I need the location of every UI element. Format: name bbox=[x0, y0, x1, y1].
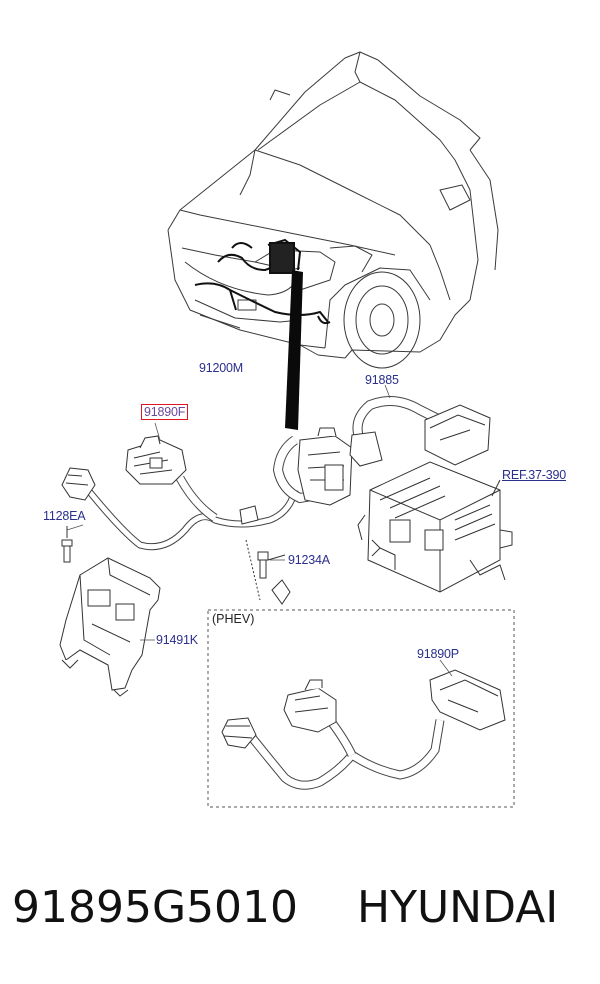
bracket-91491K-drawing bbox=[59, 557, 161, 697]
phev-section-label: (PHEV) bbox=[212, 612, 255, 626]
bolt-91234A-drawing bbox=[245, 539, 291, 605]
callout-91890F: 91890F bbox=[141, 404, 189, 420]
inverter-91885-drawing bbox=[349, 396, 513, 593]
callout-leader-lines bbox=[66, 384, 453, 677]
harness-91890P-drawing bbox=[221, 669, 506, 790]
detail-pointer-band bbox=[285, 270, 303, 430]
callout-91491K: 91491K bbox=[156, 633, 198, 647]
parts-diagram bbox=[59, 51, 515, 808]
callout-91890P: 91890P bbox=[417, 647, 459, 661]
callout-1128EA: 1128EA bbox=[43, 509, 86, 523]
harness-91890F-drawing bbox=[61, 427, 353, 551]
vehicle-front-outline bbox=[167, 51, 499, 369]
callout-91200M: 91200M bbox=[199, 361, 243, 375]
callout-91234A: 91234A bbox=[288, 553, 330, 567]
part-number-caption: 91895G5010 bbox=[12, 882, 299, 933]
callout-ref-37-390: REF.37-390 bbox=[502, 468, 567, 482]
brand-caption: HYUNDAI bbox=[357, 882, 559, 933]
callout-91885: 91885 bbox=[365, 373, 399, 387]
ref-leader-line bbox=[491, 479, 501, 497]
phev-section-box bbox=[207, 609, 515, 808]
bolt-1128EA-drawing bbox=[61, 526, 73, 563]
harness-91200M-drawing bbox=[194, 238, 331, 325]
